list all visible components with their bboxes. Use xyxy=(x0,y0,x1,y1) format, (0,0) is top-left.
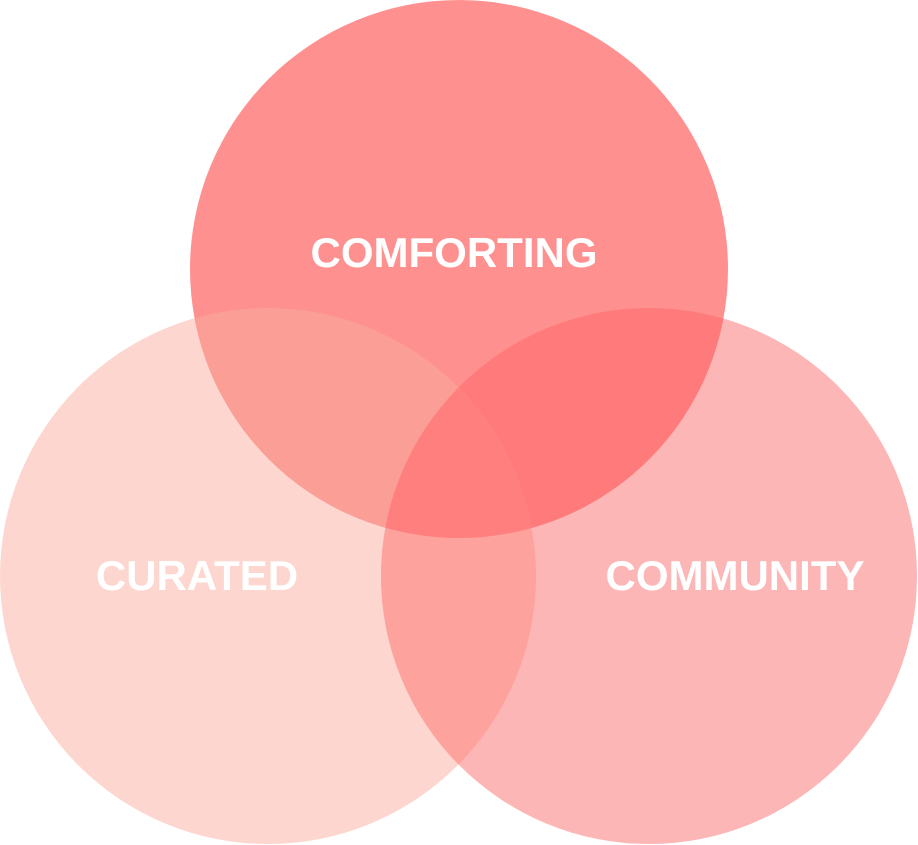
overlap-comforting-community xyxy=(381,308,728,538)
overlap-comforting-curated xyxy=(190,308,536,538)
community-label: COMMUNITY xyxy=(606,552,865,599)
comforting-label: COMFORTING xyxy=(311,229,598,276)
curated-label: CURATED xyxy=(96,552,298,599)
